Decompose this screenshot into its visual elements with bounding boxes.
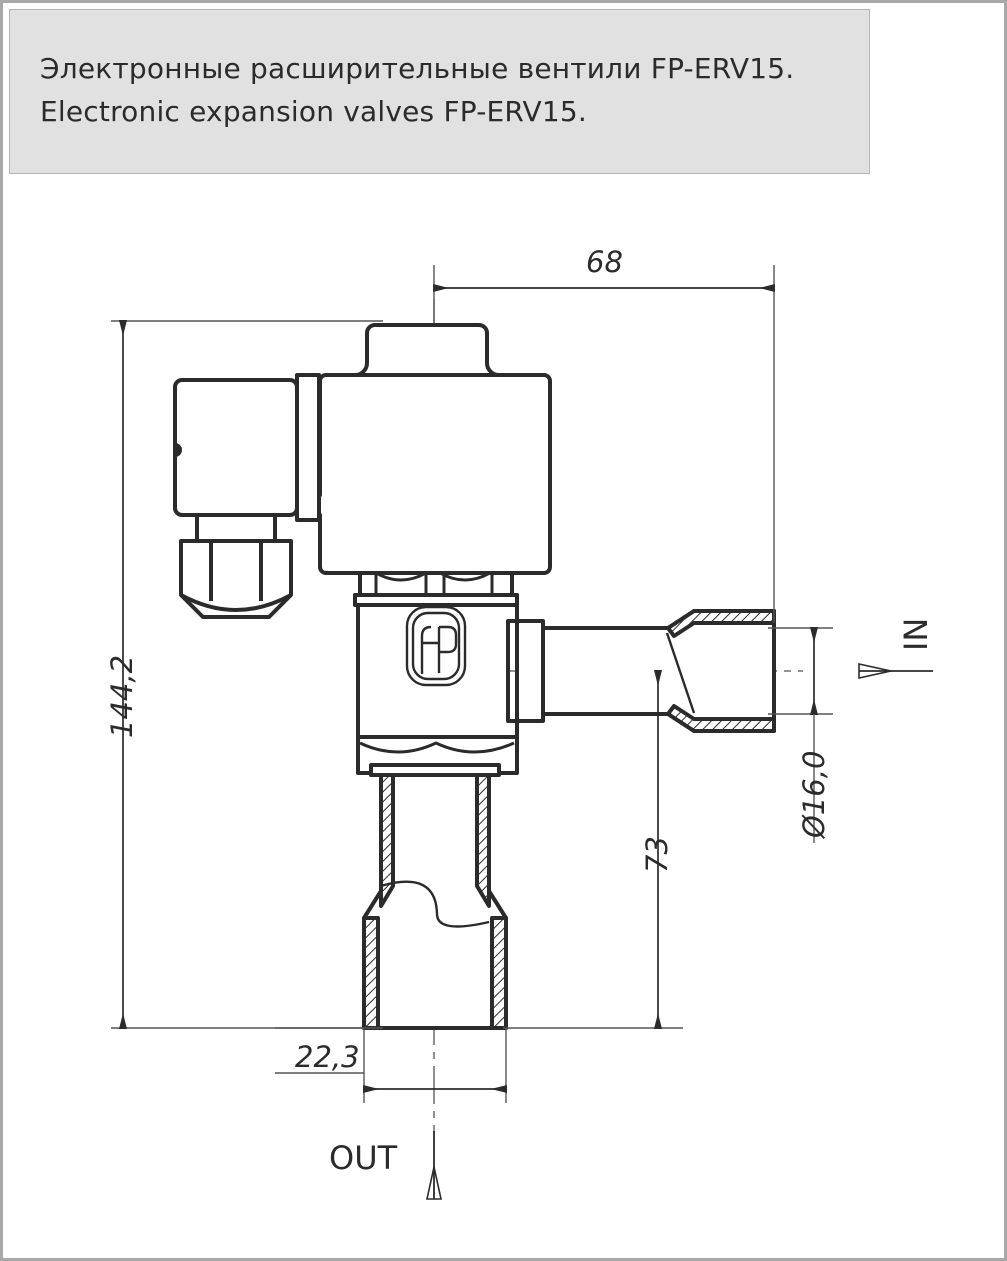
dimension-label-outlet-diameter: 22,3	[295, 1040, 360, 1074]
coil-body	[310, 373, 552, 575]
inlet-pipe-break-line	[665, 632, 696, 714]
inlet-pipe-wall-bottom	[666, 704, 776, 733]
cable-gland-neck	[195, 515, 277, 541]
flow-label-in: IN	[897, 617, 935, 651]
body-lower-band-knurl	[359, 741, 515, 754]
dimension-label-overall-height: 144,2	[105, 654, 139, 738]
flow-label-out: OUT	[329, 1139, 398, 1177]
logo-letter-f	[420, 625, 439, 674]
title-english: Electronic expansion valves FP-ERV15.	[40, 95, 588, 128]
dimension-inlet-height	[503, 670, 683, 1029]
technical-drawing	[111, 265, 933, 1200]
dimension-outlet-diameter	[275, 1027, 507, 1103]
din-connector	[173, 373, 321, 619]
logo-outer-frame	[405, 605, 467, 687]
outlet-pipe-wall-lower-right	[490, 916, 508, 1030]
logo-inner-frame	[411, 611, 461, 681]
dimension-label-inlet-height: 73	[640, 836, 674, 873]
outlet-pipe-collar	[369, 763, 501, 777]
fp-logo-badge	[405, 605, 467, 687]
valve-body	[356, 603, 545, 775]
coil-top-cap	[353, 323, 501, 377]
cable-gland-nut	[179, 539, 293, 619]
solenoid-coil	[310, 323, 552, 575]
flow-arrows	[426, 663, 933, 1200]
title-russian: Электронные расширительные вентили FP-ER…	[40, 52, 795, 85]
logo-letter-p	[437, 625, 458, 673]
connector-body	[173, 378, 299, 517]
dimension-label-body-width: 68	[586, 245, 623, 279]
connector-collar	[295, 373, 321, 522]
inlet-port-boss	[515, 619, 545, 723]
connector-screw-dot	[175, 443, 182, 457]
dimension-inlet-diameter	[768, 627, 833, 843]
title-band: Электронные расширительные вентили FP-ER…	[9, 9, 870, 174]
dimension-label-inlet-diameter: Ø16,0	[797, 750, 831, 838]
outlet-pipe-wall-lower-left	[362, 916, 380, 1030]
valve-body-outline	[356, 603, 519, 739]
cable-gland-nut-chamfer	[180, 593, 292, 612]
outlet-pipe	[362, 763, 508, 1030]
outlet-pipe-wall-right	[475, 771, 491, 908]
dimension-body-width	[433, 265, 775, 623]
outlet-pipe-break-line	[380, 880, 490, 928]
coil-retainer-ring	[353, 571, 519, 607]
